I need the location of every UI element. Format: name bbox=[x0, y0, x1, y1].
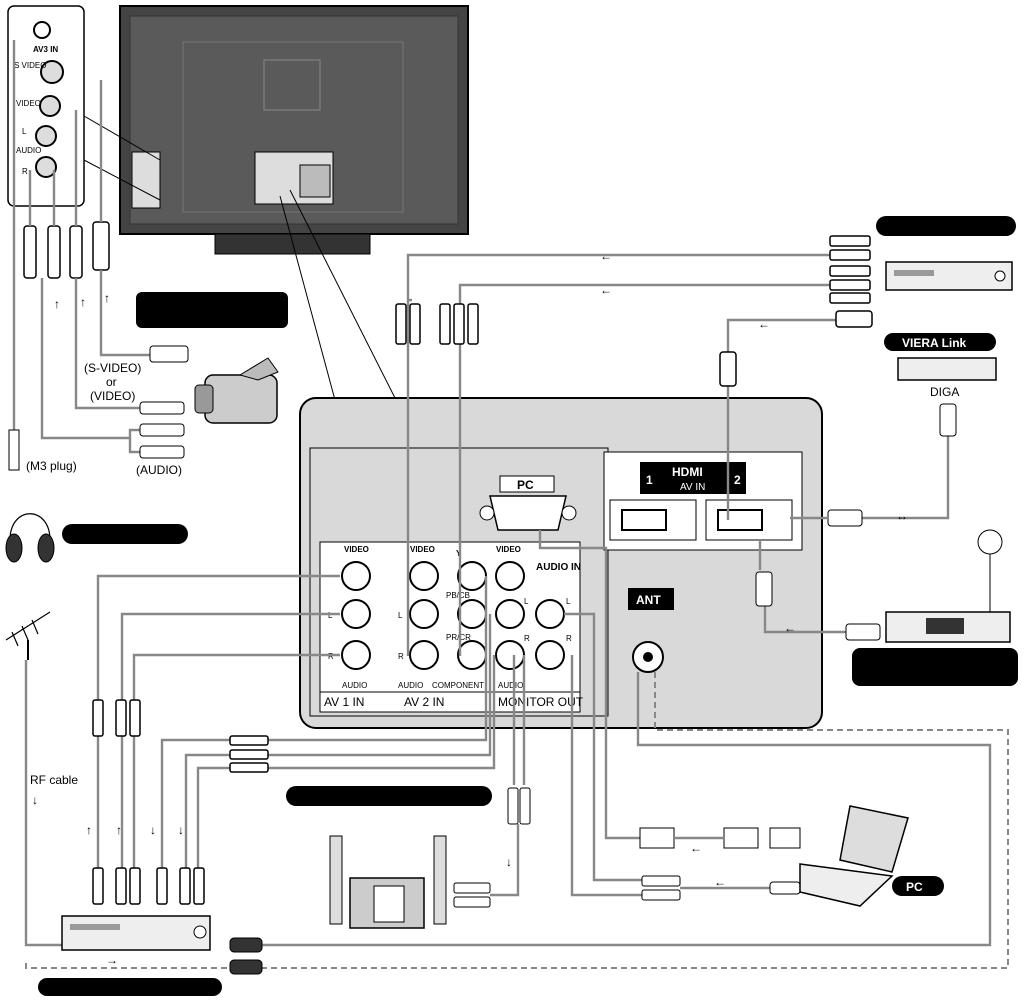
svg-text:↑: ↑ bbox=[116, 823, 122, 837]
av1-video-label: VIDEO bbox=[344, 545, 369, 554]
svg-text:↓: ↓ bbox=[32, 793, 38, 807]
diga-label: DIGA bbox=[930, 385, 959, 399]
headphones-icon bbox=[5, 513, 55, 563]
av3-side-panel: AV3 IN S VIDEO VIDEO L AUDIO R bbox=[7, 5, 85, 207]
svg-text:←: ← bbox=[714, 875, 726, 889]
side-panel-plugs bbox=[23, 221, 110, 279]
hdmi-2-label: 2 bbox=[734, 473, 741, 487]
svg-text:↓: ↓ bbox=[150, 823, 156, 837]
svg-text:↓: ↓ bbox=[506, 855, 512, 869]
svg-text:↑: ↑ bbox=[104, 291, 110, 305]
monitor-out-label: MONITOR OUT bbox=[498, 695, 584, 709]
svg-text:←: ← bbox=[784, 621, 796, 635]
dvd-caption-bar bbox=[876, 216, 1016, 236]
svg-text:↔: ↔ bbox=[896, 509, 908, 523]
viera-link-label: VIERA Link bbox=[902, 336, 967, 350]
monitor-video-label: VIDEO bbox=[496, 545, 521, 554]
component-label: COMPONENT bbox=[432, 681, 484, 690]
amplifier-caption-bar bbox=[286, 786, 492, 806]
tv-rear-view bbox=[119, 5, 469, 255]
svg-text:↓: ↓ bbox=[178, 823, 184, 837]
s-video-cable-label: (S-VIDEO) bbox=[84, 361, 141, 375]
av-in-label: AV IN bbox=[680, 482, 705, 493]
pc-badge bbox=[892, 876, 944, 896]
video-label: VIDEO bbox=[16, 99, 41, 108]
av-jacks bbox=[341, 561, 565, 670]
audio-r-jack bbox=[35, 156, 57, 178]
s-video-label: S VIDEO bbox=[14, 61, 46, 70]
audio-in-r-label: R bbox=[566, 634, 572, 643]
set-top-box-caption-bar bbox=[852, 648, 1018, 686]
hdmi-2-port bbox=[705, 499, 793, 541]
ant-header bbox=[628, 588, 674, 610]
satellite-dish-icon bbox=[977, 529, 1003, 555]
headphone-jack-icon bbox=[33, 21, 51, 39]
monitor-r-label: R bbox=[524, 634, 530, 643]
monitor-audio-label: AUDIO bbox=[498, 681, 523, 690]
video-jack bbox=[39, 95, 61, 117]
svg-text:↑: ↑ bbox=[86, 823, 92, 837]
video-cable-label: (VIDEO) bbox=[90, 389, 135, 403]
audio-cable-label: (AUDIO) bbox=[136, 463, 182, 477]
pc-badge-label: PC bbox=[906, 880, 923, 894]
top-rca-plugs bbox=[395, 235, 873, 387]
dvd-player-icon bbox=[885, 261, 1013, 291]
ant-label: ANT bbox=[636, 593, 661, 607]
diga-recorder-icon bbox=[897, 357, 997, 381]
av2-l-label: L bbox=[398, 611, 403, 620]
audio-in-label: AUDIO IN bbox=[536, 562, 581, 573]
camcorder-caption-bar bbox=[136, 292, 288, 328]
video-recorder-icon bbox=[61, 915, 211, 951]
headphones-caption-bar bbox=[62, 524, 188, 544]
svg-text:↑: ↑ bbox=[54, 297, 60, 311]
svg-text:←: ← bbox=[690, 841, 702, 855]
hdmi-1-port bbox=[609, 499, 697, 541]
svg-text:←: ← bbox=[600, 249, 612, 263]
audio-l-label: L bbox=[22, 127, 27, 136]
rf-cable-label: RF cable bbox=[30, 773, 78, 787]
recorder-caption-bar bbox=[38, 978, 222, 996]
av1-in-label: AV 1 IN bbox=[324, 695, 364, 709]
or-label: or bbox=[106, 375, 117, 389]
av1-audio-label: AUDIO bbox=[342, 681, 367, 690]
m3-plug-label: (M3 plug) bbox=[26, 459, 77, 473]
svg-text:→: → bbox=[106, 953, 118, 967]
pr-cr-label: PR/CR bbox=[446, 633, 471, 642]
s-video-jack bbox=[40, 60, 64, 84]
svg-text:↑: ↑ bbox=[80, 295, 86, 309]
av1-l-label: L bbox=[328, 611, 333, 620]
monitor-l-label: L bbox=[524, 597, 529, 606]
stereo-system-icon bbox=[329, 835, 447, 929]
audio-label: AUDIO bbox=[16, 146, 41, 155]
antenna-icon bbox=[5, 611, 51, 660]
audio-l-jack bbox=[35, 125, 57, 147]
pc-terminal-label: PC bbox=[517, 478, 534, 492]
av2-r-label: R bbox=[398, 652, 404, 661]
hdmi-label: HDMI bbox=[672, 465, 703, 479]
svg-text:←: ← bbox=[600, 283, 612, 297]
laptop-icon bbox=[799, 805, 909, 907]
av2-audio-label: AUDIO bbox=[398, 681, 423, 690]
viera-link-badge bbox=[884, 333, 996, 351]
pb-cb-label: PB/CB bbox=[446, 591, 470, 600]
av3-in-label: AV3 IN bbox=[33, 45, 58, 54]
av1-r-label: R bbox=[328, 652, 334, 661]
hdmi-1-label: 1 bbox=[646, 473, 653, 487]
audio-in-l-label: L bbox=[566, 597, 571, 606]
camcorder-icon bbox=[194, 357, 279, 424]
av2-in-label: AV 2 IN bbox=[404, 695, 444, 709]
pc-dsub-port bbox=[479, 495, 577, 531]
recorder-plugs bbox=[92, 699, 269, 905]
set-top-box-icon bbox=[885, 529, 1011, 643]
svg-text:←: ← bbox=[758, 317, 770, 331]
av2-video-label: VIDEO bbox=[410, 545, 435, 554]
audio-r-label: R bbox=[22, 167, 28, 176]
